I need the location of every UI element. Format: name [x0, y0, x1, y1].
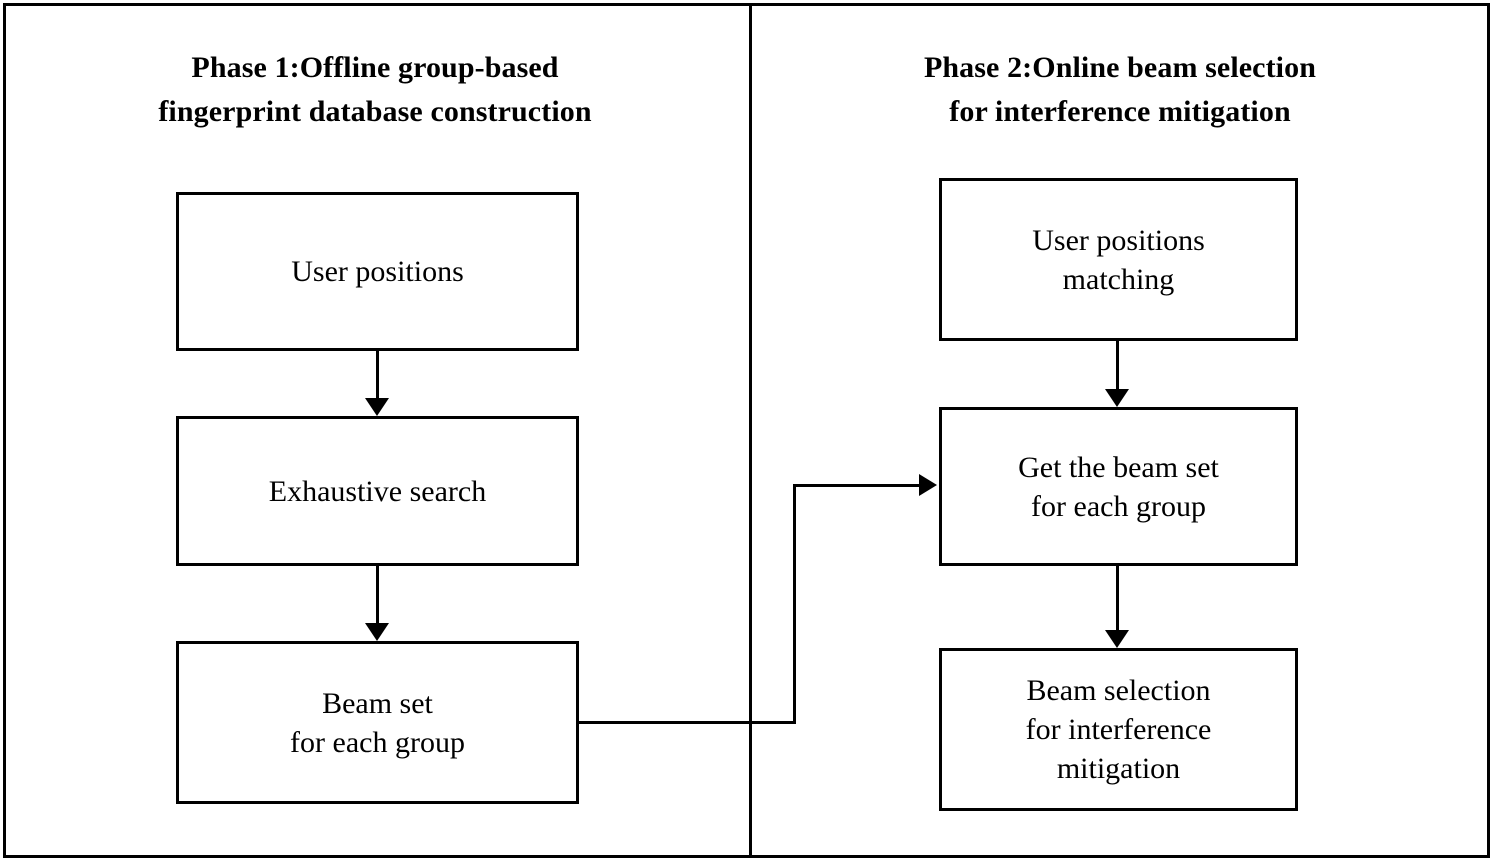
connector-user-positions-to-exhaustive-search: [376, 351, 379, 401]
process-box-beam-selection-for-interference-mitigation[interactable]: Beam selection for interference mitigati…: [939, 648, 1298, 811]
connector-user-positions-matching-to-get-beam-set: [1116, 341, 1119, 389]
process-box-label: Beam selection for interference mitigati…: [1025, 674, 1212, 785]
cross-phase-connector-segment-horizontal-lower: [579, 721, 796, 724]
phase-2-title: Phase 2:Online beam selection for interf…: [923, 51, 1317, 128]
process-box-label: Beam set for each group: [290, 686, 465, 759]
process-box-user-positions-matching[interactable]: User positions matching: [939, 178, 1298, 341]
phase-divider-line: [749, 3, 752, 858]
phase-1-title: Phase 1:Offline group-based fingerprint …: [158, 51, 592, 128]
process-box-label: User positions: [291, 255, 464, 288]
arrowhead-down-icon: [1105, 389, 1129, 407]
cross-phase-connector-segment-vertical: [793, 484, 796, 724]
cross-phase-connector-segment-horizontal-upper: [793, 484, 921, 487]
process-box-user-positions[interactable]: User positions: [176, 192, 579, 351]
arrowhead-right-icon: [919, 474, 937, 496]
process-box-get-the-beam-set[interactable]: Get the beam set for each group: [939, 407, 1298, 566]
arrowhead-down-icon: [365, 623, 389, 641]
connector-get-beam-set-to-beam-selection: [1116, 566, 1119, 630]
arrowhead-down-icon: [1105, 630, 1129, 648]
connector-exhaustive-search-to-beam-set: [376, 566, 379, 624]
arrowhead-down-icon: [365, 398, 389, 416]
process-box-exhaustive-search[interactable]: Exhaustive search: [176, 416, 579, 566]
process-box-label: User positions matching: [1032, 223, 1205, 296]
process-box-label: Exhaustive search: [268, 474, 487, 508]
process-box-label: Get the beam set for each group: [1018, 450, 1219, 523]
process-box-beam-set-for-each-group[interactable]: Beam set for each group: [176, 641, 579, 804]
